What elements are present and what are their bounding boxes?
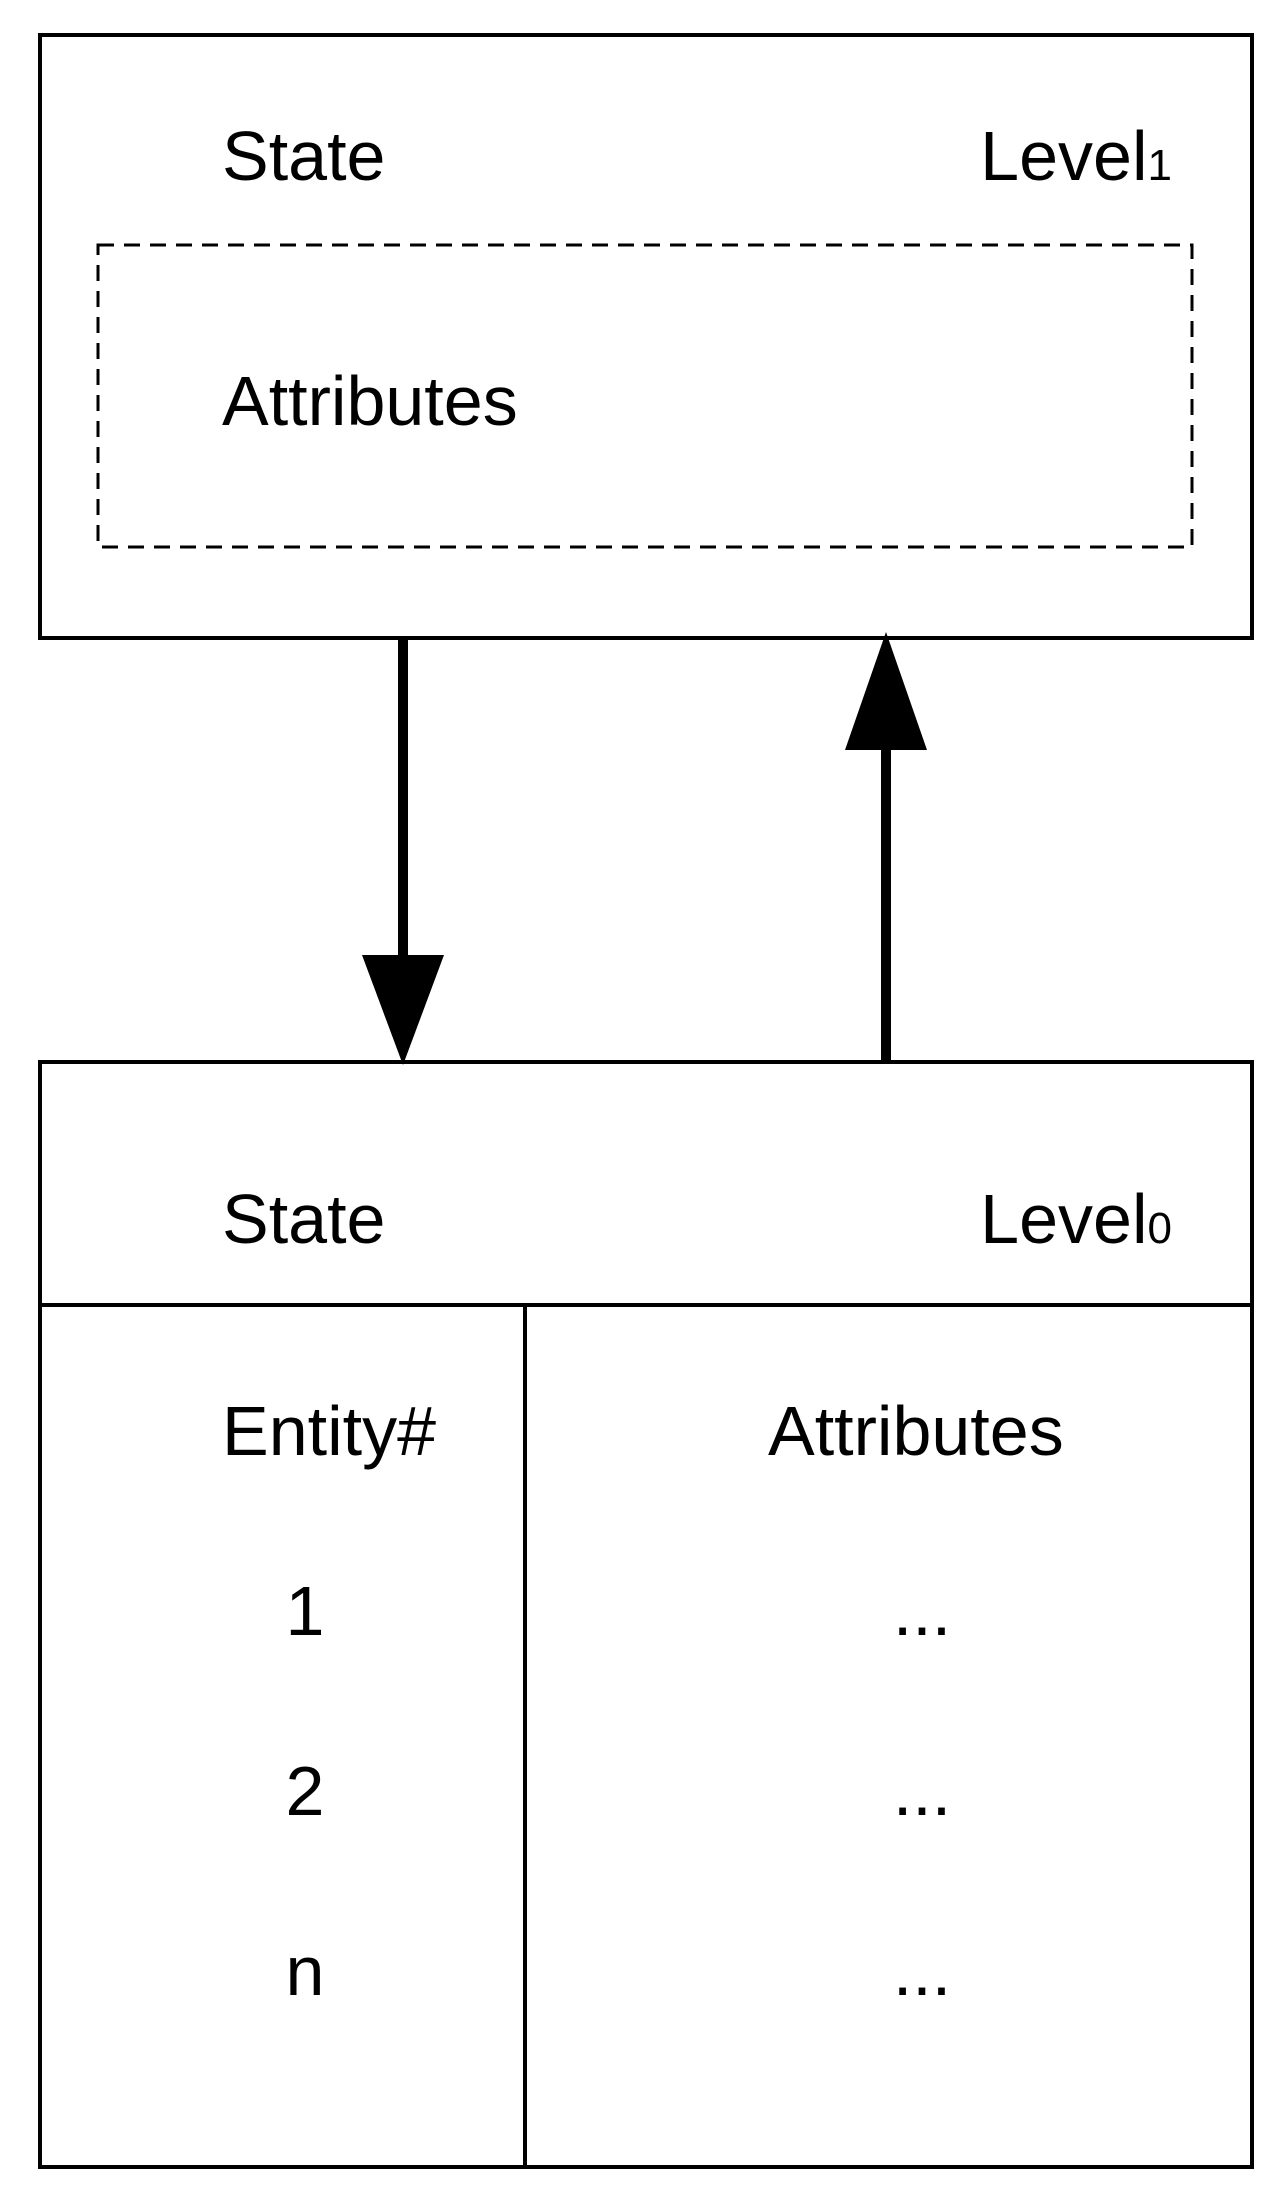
entity-cell: 1 (286, 1572, 325, 1650)
table-row: 1 ... (286, 1572, 952, 1650)
level0-state-label: State (222, 1180, 385, 1258)
attributes-cell: ... (893, 1932, 951, 2010)
arrow-down (362, 638, 444, 1065)
table-row: n ... (286, 1932, 952, 2010)
entity-cell: n (286, 1932, 325, 2010)
level1-attributes-label: Attributes (222, 362, 518, 440)
arrow-up-head (845, 632, 927, 750)
level1-box-border (38, 33, 1254, 640)
level1-attributes-dashed-box (96, 243, 1194, 549)
level1-level-subscript: 1 (1148, 141, 1172, 190)
level1-level-label: Level1 (980, 117, 1172, 195)
level1-state-label: State (222, 117, 385, 195)
level1-level-text: Level (980, 117, 1147, 195)
level0-level-label: Level0 (980, 1180, 1172, 1258)
arrow-down-head (362, 955, 444, 1065)
level0-box-border (38, 1060, 1254, 2169)
entity-cell: 2 (286, 1752, 325, 1830)
attributes-cell: ... (893, 1752, 951, 1830)
level1-state-box: State Level1 Attributes (38, 33, 1254, 640)
level0-state-box: State Level0 Entity# Attributes 1 ... 2 … (38, 1060, 1254, 2169)
level0-level-subscript: 0 (1148, 1204, 1172, 1253)
table-row: 2 ... (286, 1752, 952, 1830)
level0-level-text: Level (980, 1180, 1147, 1258)
entity-column-header: Entity# (222, 1392, 436, 1470)
attributes-column-header: Attributes (768, 1392, 1064, 1470)
attributes-cell: ... (893, 1572, 951, 1650)
arrow-up (845, 632, 927, 1062)
